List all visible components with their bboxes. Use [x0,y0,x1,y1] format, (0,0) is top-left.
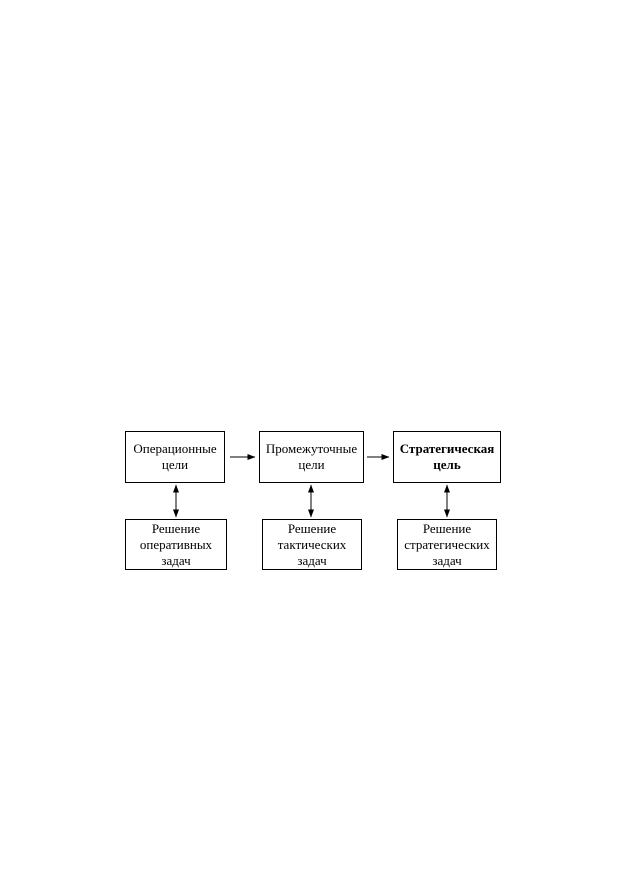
goal-label-strategic: Стратегическая цель [399,441,495,472]
task-box-strategic: Решение стратегических задач [397,519,497,570]
task-label-operational: Решение оперативных задач [139,520,213,568]
task-box-tactical: Решение тактических задач [262,519,362,570]
goal-box-strategic: Стратегическая цель [393,431,501,483]
goal-box-operational: Операционные цели [125,431,225,483]
task-label-tactical: Решение тактических задач [277,520,347,568]
goal-box-intermediate: Промежуточные цели [259,431,364,483]
task-box-operational: Решение оперативных задач [125,519,227,570]
goal-label-operational: Операционные цели [133,441,217,472]
goal-label-intermediate: Промежуточные цели [265,441,358,472]
task-label-strategic: Решение стратегических задач [404,520,490,568]
